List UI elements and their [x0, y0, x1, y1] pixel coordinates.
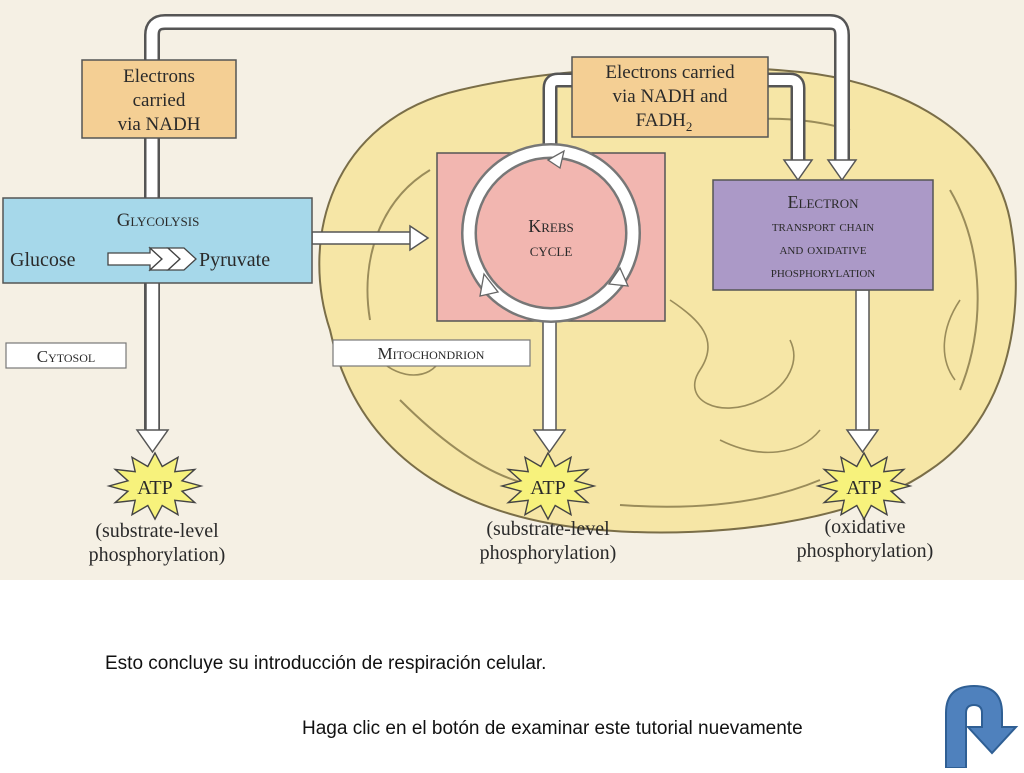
electrons-nadh-box: Electrons carried via NADH	[81, 59, 237, 139]
electrons-nadh-line-2: carried	[133, 90, 186, 111]
electrons-nadh-line-1: Electrons	[123, 66, 195, 87]
cytosol-label: Cytosol	[5, 342, 127, 369]
replay-tutorial-button[interactable]	[940, 683, 1020, 769]
pyruvate-label: Pyruvate	[199, 249, 270, 271]
etc-line-1: Electron	[788, 192, 860, 212]
mitochondrion-text: Mitochondrion	[378, 344, 485, 363]
cycle-label: cycle	[530, 240, 573, 260]
atp-output-1-line-1: (substrate-level	[95, 520, 219, 542]
krebs-cycle-box: Krebs cycle	[436, 143, 666, 323]
atp-output-1-line-2: phosphorylation)	[89, 544, 226, 566]
atp-star-2: ATP	[499, 451, 597, 521]
etc-line-4: phosphorylation	[771, 264, 876, 281]
atp-star-3: ATP	[815, 451, 913, 521]
electrons-nadh-line-3: via NADH	[118, 114, 201, 135]
arrow-to-atp-1	[135, 281, 170, 454]
glycolysis-box: Glycolysis Glucose Pyruvate	[2, 197, 313, 284]
etc-line-2: transport chain	[772, 218, 874, 235]
u-turn-arrow-icon	[945, 684, 1019, 769]
glucose-label: Glucose	[10, 249, 76, 271]
mitochondrion-label: Mitochondrion	[332, 339, 531, 367]
electrons-nadh-fadh-box: Electrons carried via NADH and FADH2	[571, 56, 769, 138]
electrons-nadh-fadh-line-3: FADH2	[636, 110, 693, 134]
replay-prompt-text: Haga clic en el botón de examinar este t…	[302, 718, 803, 739]
glycolysis-to-krebs-arrow	[311, 224, 430, 252]
atp-label-1: ATP	[137, 477, 173, 499]
cycle-arrows-icon	[461, 143, 641, 323]
atp-label-2: ATP	[530, 477, 566, 499]
arrow-to-atp-2	[532, 319, 567, 454]
conclusion-text: Esto concluye su introducción de respira…	[105, 653, 547, 674]
atp-output-3-line-2: phosphorylation)	[797, 540, 934, 562]
krebs-label: Krebs	[528, 216, 574, 236]
electrons-nadh-fadh-line-2: via NADH and	[612, 86, 728, 107]
atp-output-2-line-1: (substrate-level	[486, 518, 610, 540]
electron-transport-chain-box: Electron transport chain and oxidative p…	[712, 179, 934, 291]
conversion-chevrons-icon	[107, 246, 197, 272]
atp-label-3: ATP	[846, 477, 882, 499]
cellular-respiration-diagram: Electrons carried via NADH Electrons car…	[0, 0, 1024, 580]
arrow-to-atp-3	[845, 289, 880, 454]
atp-output-2-line-2: phosphorylation)	[480, 542, 617, 564]
krebs-to-electrons-connector	[542, 72, 858, 182]
electron-flow-connector	[144, 14, 850, 430]
glycolysis-title: Glycolysis	[117, 210, 200, 231]
atp-output-3-line-1: (oxidative	[824, 516, 905, 538]
cytosol-text: Cytosol	[37, 347, 95, 366]
electrons-nadh-fadh-line-1: Electrons carried	[605, 62, 735, 83]
atp-star-1: ATP	[106, 451, 204, 521]
etc-line-3: and oxidative	[779, 241, 866, 258]
